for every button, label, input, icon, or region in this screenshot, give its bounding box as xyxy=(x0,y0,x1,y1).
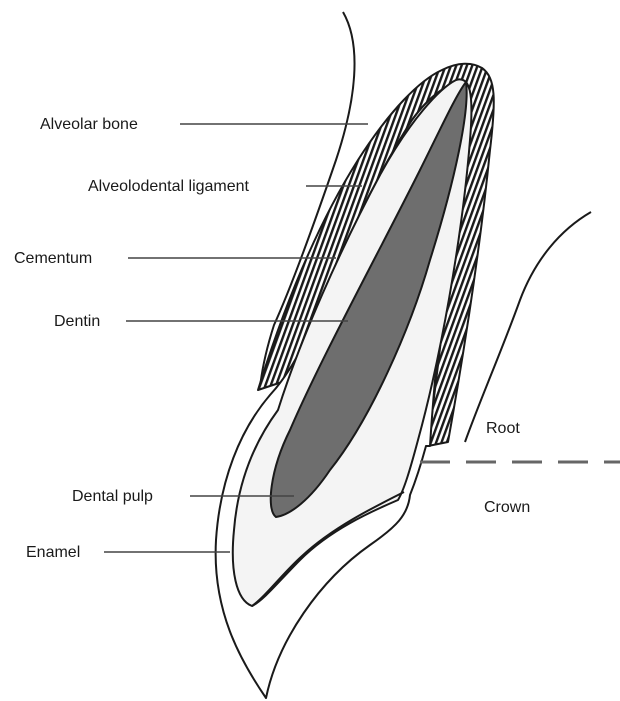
label-enamel: Enamel xyxy=(26,544,80,561)
label-dentin: Dentin xyxy=(54,313,100,330)
label-root: Root xyxy=(486,420,520,437)
gingiva-right-outline xyxy=(465,212,591,442)
label-alveolodental-ligament: Alveolodental ligament xyxy=(88,178,250,195)
label-crown: Crown xyxy=(484,499,530,516)
label-alveolar-bone: Alveolar bone xyxy=(40,116,138,133)
label-dental-pulp: Dental pulp xyxy=(72,488,153,505)
label-cementum: Cementum xyxy=(14,250,92,267)
